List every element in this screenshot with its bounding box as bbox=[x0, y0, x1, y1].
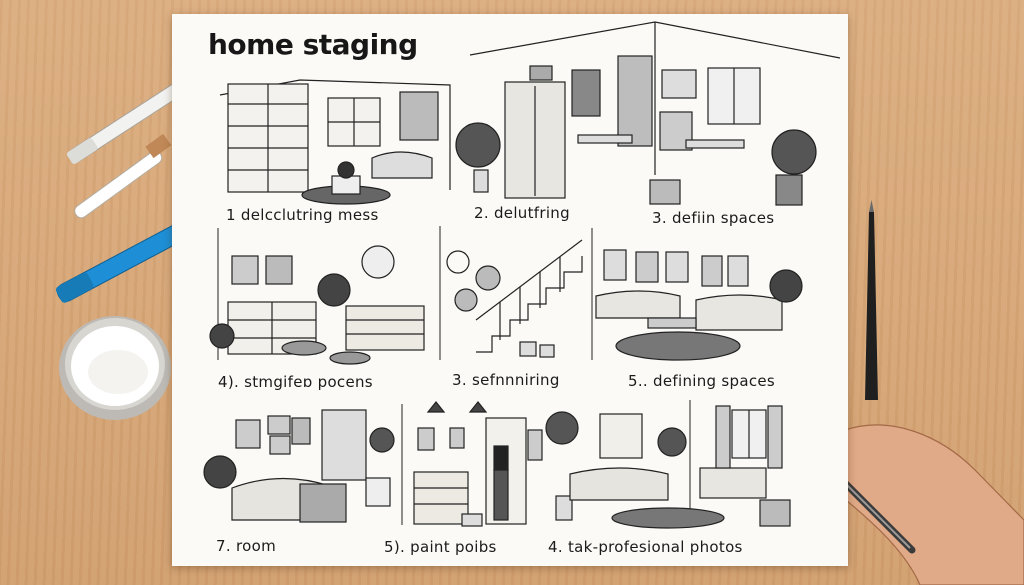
paint-jar bbox=[59, 316, 171, 420]
panel-1-caption: 1 delcclutring mess bbox=[226, 206, 379, 224]
panel-4-caption: 4). stmgifeɒ pocens bbox=[218, 373, 373, 391]
panel-3-caption: 3. defiin spaces bbox=[652, 209, 775, 227]
panel-9-caption: 4. tak-profesional photos bbox=[548, 538, 743, 556]
panel-5-sketch bbox=[446, 239, 583, 358]
panel-7-caption: 7. room bbox=[216, 537, 276, 555]
panel-5-caption: 3. sefnnniring bbox=[452, 371, 560, 389]
panel-2-sketch bbox=[455, 21, 841, 206]
panel-1-sketch bbox=[219, 79, 451, 205]
panel-8-sketch bbox=[413, 401, 543, 527]
panel-6-sketch bbox=[595, 249, 803, 361]
white-pen bbox=[66, 77, 191, 164]
panel-2-caption: 2. delutfring bbox=[474, 204, 570, 222]
panel-4-sketch bbox=[209, 245, 425, 365]
panel-8-caption: 5). paint poibs bbox=[384, 538, 497, 556]
black-pencil bbox=[865, 200, 878, 400]
page-title: home staging bbox=[208, 28, 418, 61]
panel-7-sketch bbox=[203, 409, 395, 523]
panel-9-sketch bbox=[545, 405, 791, 529]
panel-6-caption: 5.. defining spaces bbox=[628, 372, 776, 390]
